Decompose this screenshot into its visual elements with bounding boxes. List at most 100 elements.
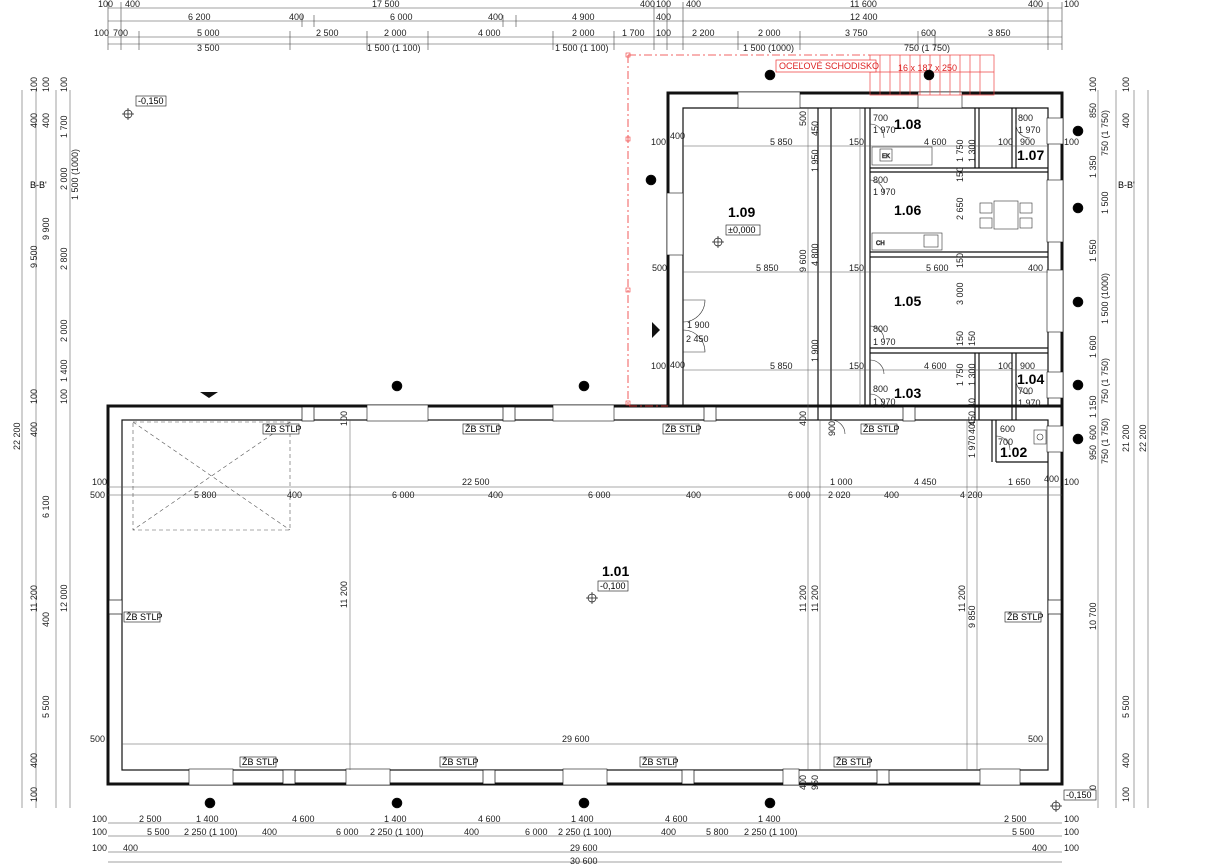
- interior-partitions: [817, 108, 1048, 463]
- svg-text:1 950: 1 950: [810, 149, 820, 172]
- dashed-opening: [132, 392, 291, 531]
- svg-text:5 500: 5 500: [1121, 695, 1131, 718]
- svg-text:5 000: 5 000: [197, 28, 220, 38]
- room-1-04-id: 1.04: [1017, 371, 1044, 387]
- svg-text:100: 100: [92, 827, 107, 837]
- dimension-lines-bottom: [108, 822, 1062, 863]
- svg-text:600: 600: [1000, 424, 1015, 434]
- column-label: ŽB STLP: [642, 757, 679, 767]
- svg-text:4 000: 4 000: [478, 28, 501, 38]
- svg-text:30 600: 30 600: [570, 856, 598, 866]
- svg-text:2 000: 2 000: [572, 28, 595, 38]
- room-1-09-level: ±0,000: [728, 225, 755, 235]
- svg-text:5 500: 5 500: [1012, 827, 1035, 837]
- svg-text:800: 800: [873, 324, 888, 334]
- windows: [188, 91, 1064, 786]
- svg-text:100: 100: [1064, 0, 1079, 9]
- svg-text:1 300: 1 300: [967, 363, 977, 386]
- svg-text:450: 450: [810, 121, 820, 136]
- svg-text:2 650: 2 650: [955, 197, 965, 220]
- svg-text:500: 500: [798, 111, 808, 126]
- interior-dimension-texts: 5 850 150 4 600 5 850 150 5 600 5 850 15…: [90, 111, 1079, 790]
- svg-text:400: 400: [41, 612, 51, 627]
- svg-text:2 020: 2 020: [828, 490, 851, 500]
- svg-text:150: 150: [955, 331, 965, 346]
- svg-text:29 600: 29 600: [562, 734, 590, 744]
- svg-text:1 500: 1 500: [1100, 191, 1110, 214]
- svg-text:100: 100: [1121, 787, 1131, 802]
- svg-text:1 900: 1 900: [810, 339, 820, 362]
- svg-text:700: 700: [998, 437, 1013, 447]
- svg-text:2 800: 2 800: [59, 247, 69, 270]
- dimension-texts-bottom-row4: 30 600: [570, 856, 598, 866]
- svg-text:1 970: 1 970: [873, 397, 896, 407]
- svg-text:100: 100: [1064, 827, 1079, 837]
- svg-text:400: 400: [488, 490, 503, 500]
- svg-text:4 900: 4 900: [572, 12, 595, 22]
- svg-text:150: 150: [967, 331, 977, 346]
- svg-text:3 750: 3 750: [845, 28, 868, 38]
- svg-text:950: 950: [810, 775, 820, 790]
- svg-text:O3: O3: [925, 73, 934, 79]
- svg-text:11 200: 11 200: [798, 585, 808, 612]
- svg-text:4 600: 4 600: [478, 814, 501, 824]
- svg-text:6 100: 6 100: [41, 495, 51, 518]
- svg-text:5 850: 5 850: [770, 361, 793, 371]
- svg-text:500: 500: [652, 263, 667, 273]
- window-markers: [204, 69, 1084, 809]
- dimension-lines-sides: [21, 90, 1149, 808]
- svg-text:O3: O3: [1074, 129, 1083, 135]
- svg-text:900: 900: [1020, 361, 1035, 371]
- svg-text:1 400: 1 400: [571, 814, 594, 824]
- svg-text:5 500: 5 500: [147, 827, 170, 837]
- column-label: ŽB STLP: [465, 424, 502, 434]
- svg-text:100: 100: [1121, 77, 1131, 92]
- svg-text:400: 400: [125, 0, 140, 9]
- room-1-01-id: 1.01: [602, 563, 629, 579]
- svg-text:29 600: 29 600: [570, 843, 598, 853]
- svg-text:100: 100: [94, 28, 109, 38]
- svg-text:150: 150: [955, 167, 965, 182]
- level-outside-right: -0,150: [1066, 790, 1092, 800]
- svg-text:1 750: 1 750: [955, 139, 965, 162]
- svg-text:4 200: 4 200: [960, 490, 983, 500]
- svg-text:100: 100: [339, 411, 349, 426]
- svg-text:2 000: 2 000: [59, 167, 69, 190]
- svg-text:100: 100: [998, 137, 1013, 147]
- svg-text:100: 100: [29, 787, 39, 802]
- svg-text:1 500 (1000): 1 500 (1000): [743, 43, 794, 53]
- svg-text:850: 850: [1088, 103, 1098, 118]
- svg-text:4 600: 4 600: [924, 137, 947, 147]
- svg-text:750 (1 750): 750 (1 750): [1100, 418, 1110, 464]
- svg-text:1 970: 1 970: [967, 435, 977, 458]
- svg-text:4 450: 4 450: [914, 477, 937, 487]
- svg-text:100: 100: [59, 389, 69, 404]
- svg-text:100: 100: [656, 0, 671, 9]
- svg-text:400: 400: [686, 490, 701, 500]
- svg-text:400: 400: [670, 131, 685, 141]
- svg-text:700: 700: [113, 28, 128, 38]
- svg-text:11 200: 11 200: [29, 585, 39, 612]
- svg-text:400: 400: [640, 0, 655, 9]
- svg-text:11 600: 11 600: [850, 0, 877, 9]
- dimension-texts-top-row4: 3 500 1 500 (1 100) 1 500 (1 100) 1 500 …: [197, 43, 950, 53]
- svg-text:400: 400: [656, 12, 671, 22]
- svg-text:3 000: 3 000: [955, 282, 965, 305]
- svg-text:9 850: 9 850: [967, 605, 977, 628]
- dimension-texts-top-row2: 6 200 400 6 000 400 4 900 400 12 400: [188, 12, 878, 22]
- svg-text:11 200: 11 200: [810, 585, 820, 612]
- svg-text:500: 500: [90, 734, 105, 744]
- svg-text:900: 900: [827, 421, 837, 436]
- room-1-03-id: 1.03: [894, 385, 921, 401]
- column-label: ŽB STLP: [242, 757, 279, 767]
- svg-text:O2: O2: [1074, 206, 1083, 212]
- svg-text:1 400: 1 400: [758, 814, 781, 824]
- svg-text:100: 100: [29, 389, 39, 404]
- svg-text:10 700: 10 700: [1088, 602, 1098, 630]
- svg-text:4 600: 4 600: [665, 814, 688, 824]
- svg-text:6 000: 6 000: [392, 490, 415, 500]
- svg-text:150: 150: [849, 137, 864, 147]
- svg-text:22 200: 22 200: [1138, 424, 1148, 452]
- svg-text:11 200: 11 200: [339, 581, 349, 608]
